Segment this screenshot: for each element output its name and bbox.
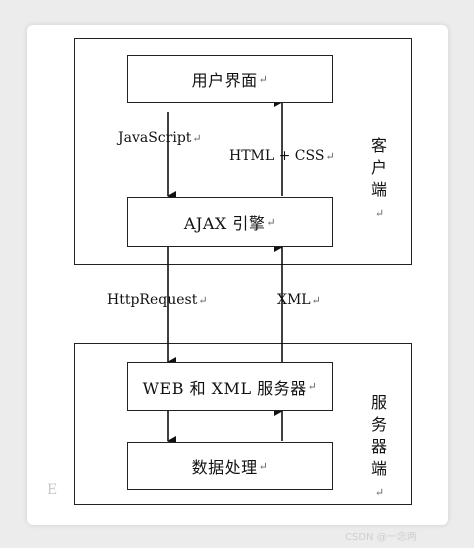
node-data-processing: 数据处理↵: [127, 442, 333, 490]
return-mark: ↵: [374, 486, 385, 499]
edge-label-html-css: HTML + CSS↵: [229, 148, 335, 164]
diagram-card: [27, 25, 448, 525]
node-ajax-engine-label: AJAX 引擎: [183, 214, 266, 233]
server-region: [74, 343, 412, 505]
return-mark: ↵: [258, 72, 269, 86]
region-label-server-text: 服务器端: [370, 393, 387, 478]
return-mark: ↵: [266, 215, 277, 229]
edge-label-html-css-text: HTML + CSS: [229, 148, 325, 164]
node-ajax-engine: AJAX 引擎↵: [127, 197, 333, 247]
return-mark: ↵: [198, 294, 208, 307]
return-mark: ↵: [192, 132, 202, 145]
edge-label-http-request: HttpRequest↵: [107, 292, 208, 308]
return-mark: ↵: [307, 380, 318, 393]
node-user-interface-label: 用户界面: [191, 71, 258, 90]
node-user-interface: 用户界面↵: [127, 55, 333, 103]
client-region: [74, 38, 412, 265]
return-mark: ↵: [311, 294, 321, 307]
edge-label-xml-text: XML: [277, 292, 311, 308]
corner-mark: E: [47, 482, 58, 498]
node-data-processing-label: 数据处理: [191, 458, 258, 477]
region-label-server: 服务器端 ↵: [370, 392, 388, 504]
edge-label-http-request-text: HttpRequest: [107, 292, 198, 308]
node-web-xml-server: WEB 和 XML 服务器↵: [127, 362, 333, 411]
return-mark: ↵: [374, 207, 385, 220]
region-label-client-text: 客户端: [370, 136, 387, 199]
node-web-xml-server-label: WEB 和 XML 服务器: [142, 378, 307, 398]
edge-label-javascript-text: JavaScript: [118, 130, 192, 146]
watermark: CSDN @一念两: [345, 532, 417, 543]
region-label-client: 客户端 ↵: [370, 135, 388, 225]
return-mark: ↵: [325, 150, 335, 163]
edge-label-javascript: JavaScript↵: [118, 130, 202, 146]
return-mark: ↵: [258, 459, 269, 473]
edge-label-xml: XML↵: [277, 292, 321, 308]
